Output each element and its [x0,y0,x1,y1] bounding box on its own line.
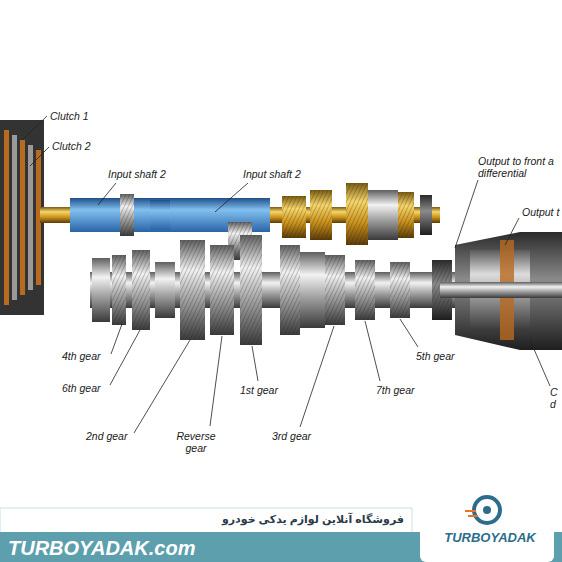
gear-label: 7th gear [376,384,415,396]
website-watermark: TURBOYADAK.com [8,536,195,560]
gear-label: Reverse gear [170,430,222,454]
brand-logo: TURBOYADAK [430,530,550,546]
gear-label: 5th gear [416,350,455,362]
gear-label: 1st gear [240,384,278,396]
part-label: Output to front a differential [478,155,560,179]
part-label: Clutch 1 [50,110,89,122]
part-label: Clutch 2 [52,140,91,152]
gear-label: 4th gear [62,350,101,362]
part-label: Input shaft 2 [243,168,301,180]
shop-slogan: فروشگاه آنلاین لوازم یدکی خودرو [0,513,404,525]
gear-label: 6th gear [62,382,101,394]
part-label: Input shaft 2 [108,168,166,180]
gear-label: 2nd gear [86,430,127,442]
part-label: C d [550,386,558,410]
part-label: Output t [522,206,559,218]
gear-label: 3rd gear [272,430,311,442]
